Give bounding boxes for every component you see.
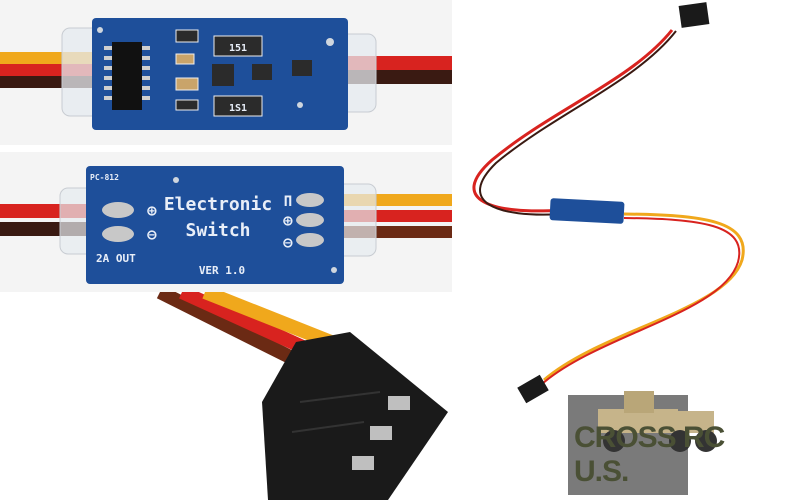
cross-rc-logo: CROSS RC U.S. [568, 385, 768, 495]
pcb-hole [326, 38, 334, 46]
title-line-2: Switch [185, 220, 250, 241]
red-cable-lower [541, 217, 741, 385]
cable-illustration [472, 2, 745, 404]
servo-connector-bottom [517, 374, 549, 404]
transistor-2 [252, 64, 272, 80]
solder-joint [296, 213, 324, 227]
signal-symbol: Π [284, 194, 292, 210]
yellow-cable [543, 212, 745, 382]
output-label: 2A OUT [96, 252, 136, 265]
smd-capacitor-2 [175, 77, 199, 91]
connector-closeup-photo [0, 292, 452, 500]
board-top-photo: 151 1S1 [0, 0, 452, 145]
red-cable [472, 29, 674, 213]
logo-text: CROSS RC U.S. [574, 421, 768, 489]
switch-module [549, 198, 625, 224]
black-cable [479, 30, 677, 216]
pcb-hole [331, 267, 337, 273]
solder-joint [296, 193, 324, 207]
board-top-illustration: 151 1S1 [0, 18, 452, 130]
servo-connector [262, 332, 448, 500]
pcb-hole [297, 102, 303, 108]
connector-pin [370, 426, 392, 440]
smd-diode-1 [213, 35, 263, 57]
pcb-hole [173, 177, 179, 183]
version-label: VER 1.0 [199, 264, 245, 277]
brown-wire [156, 292, 304, 369]
truck-bed [658, 411, 714, 433]
transistor-3 [292, 60, 312, 76]
board-bottom-photo: PC-812 Electronic Switch 2A OUT VER 1.0 … [0, 152, 452, 292]
minus-symbol-right: ⊖ [283, 233, 293, 252]
minus-symbol-left: ⊖ [147, 225, 157, 244]
truck-wheel [695, 430, 717, 452]
truck-cab [624, 391, 654, 413]
connector-illustration [156, 292, 448, 500]
title-line-1: Electronic [164, 194, 272, 215]
smd-capacitor [175, 53, 195, 65]
ic-pins [104, 46, 150, 100]
connector-pin [388, 396, 410, 410]
truck-wheel [669, 430, 691, 452]
truck-wheel [603, 430, 625, 452]
servo-connector-top [678, 2, 710, 28]
ic-chip [112, 42, 142, 110]
solder-joint [102, 202, 134, 218]
smd-diode-2 [213, 95, 263, 117]
brand-text: CROSS RC [574, 421, 725, 454]
resistor-code-2: 1S1 [229, 103, 247, 114]
smd-resistor [175, 29, 199, 43]
plus-symbol-left: ⊕ [147, 201, 157, 220]
solder-joint [296, 233, 324, 247]
resistor-code-1: 151 [229, 43, 247, 54]
board-bottom-illustration: PC-812 Electronic Switch 2A OUT VER 1.0 … [0, 166, 452, 284]
part-code: PC-812 [90, 173, 119, 182]
connector-ridge [291, 421, 365, 433]
transistor-1 [212, 64, 234, 86]
truck-illustration [568, 391, 717, 495]
smd-resistor-2 [175, 99, 199, 111]
pcb-hole [97, 27, 103, 33]
solder-joint [102, 226, 134, 242]
suffix-text: U.S. [574, 455, 629, 488]
pcb-board-bottom [86, 166, 344, 284]
connector-ridge [299, 391, 381, 403]
plus-symbol-right: ⊕ [283, 211, 293, 230]
connector-pin [352, 456, 374, 470]
yellow-wire [202, 292, 339, 351]
